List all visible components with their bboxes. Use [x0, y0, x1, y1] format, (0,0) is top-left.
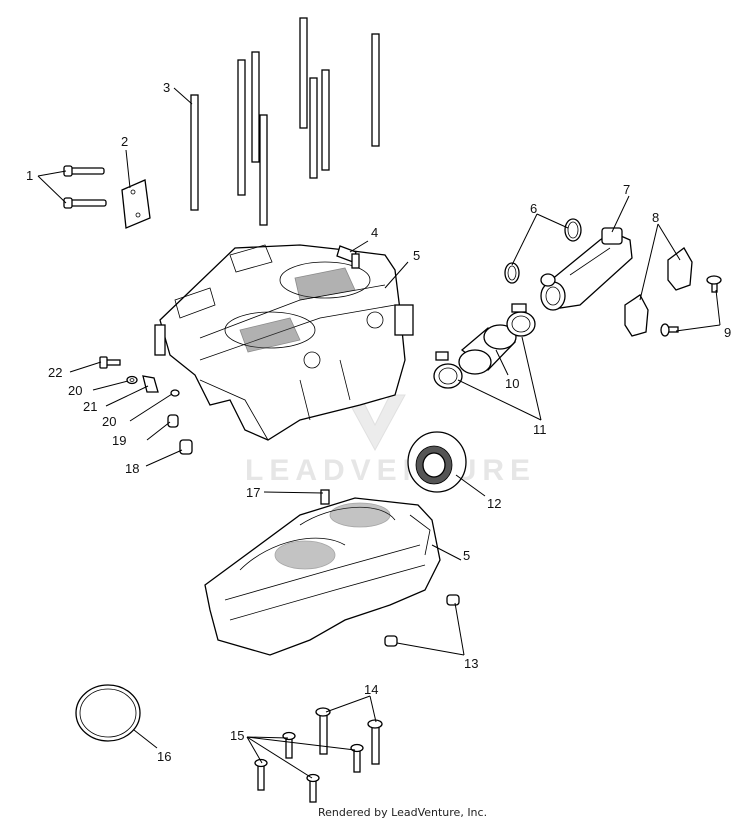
- hose-item-10: [458, 324, 517, 375]
- callout-22: 22: [48, 365, 62, 380]
- callout-15: 15: [230, 728, 244, 743]
- watermark-text: LEADVENTURE: [245, 454, 536, 487]
- callout-21: 21: [83, 399, 97, 414]
- screws-item-9: [660, 275, 722, 337]
- upper-crankcase: [154, 244, 414, 441]
- callout-6: 6: [530, 201, 537, 216]
- callout-12: 12: [487, 496, 501, 511]
- footer-credit: Rendered by LeadVenture, Inc.: [318, 806, 488, 819]
- dowels-item-13: [384, 594, 460, 647]
- callout-18: 18: [125, 461, 139, 476]
- callout-8: 8: [652, 210, 659, 225]
- callout-17: 17: [246, 485, 260, 500]
- seal-item-12: [407, 431, 467, 493]
- leader-lines: [37, 87, 721, 779]
- callout-labels: 1 2 3 4 5 6 7 8 9 10 11 12 13 14 15 16 1…: [26, 80, 731, 764]
- callout-3: 3: [163, 80, 170, 95]
- callout-14: 14: [364, 682, 378, 697]
- callout-20-upper: 20: [68, 383, 82, 398]
- callout-7: 7: [623, 182, 630, 197]
- cylinder-studs: [190, 17, 380, 226]
- callout-10: 10: [505, 376, 519, 391]
- callout-4: 4: [371, 225, 378, 240]
- bolts-item-1: [63, 165, 107, 209]
- bolts-item-14-15: [254, 707, 383, 803]
- callout-5-lower: 5: [463, 548, 470, 563]
- callout-20-lower: 20: [102, 414, 116, 429]
- callout-5-upper: 5: [413, 248, 420, 263]
- cover-plate-item-2: [121, 179, 151, 229]
- stud-item-4: [336, 245, 360, 269]
- callout-1: 1: [26, 168, 33, 183]
- callout-16: 16: [157, 749, 171, 764]
- callout-9: 9: [724, 325, 731, 340]
- o-rings-item-6: [504, 218, 582, 284]
- brackets-item-8: [624, 247, 693, 337]
- watermark-logo: LEADVENTURE: [245, 394, 536, 487]
- callout-13: 13: [464, 656, 478, 671]
- clamps-item-11: [433, 303, 536, 389]
- lower-crankcase: [204, 489, 441, 656]
- callout-11: 11: [533, 422, 547, 437]
- fitting-item-7: [540, 227, 633, 311]
- callout-2: 2: [121, 134, 128, 149]
- callout-19: 19: [112, 433, 126, 448]
- ring-item-16: [75, 684, 141, 742]
